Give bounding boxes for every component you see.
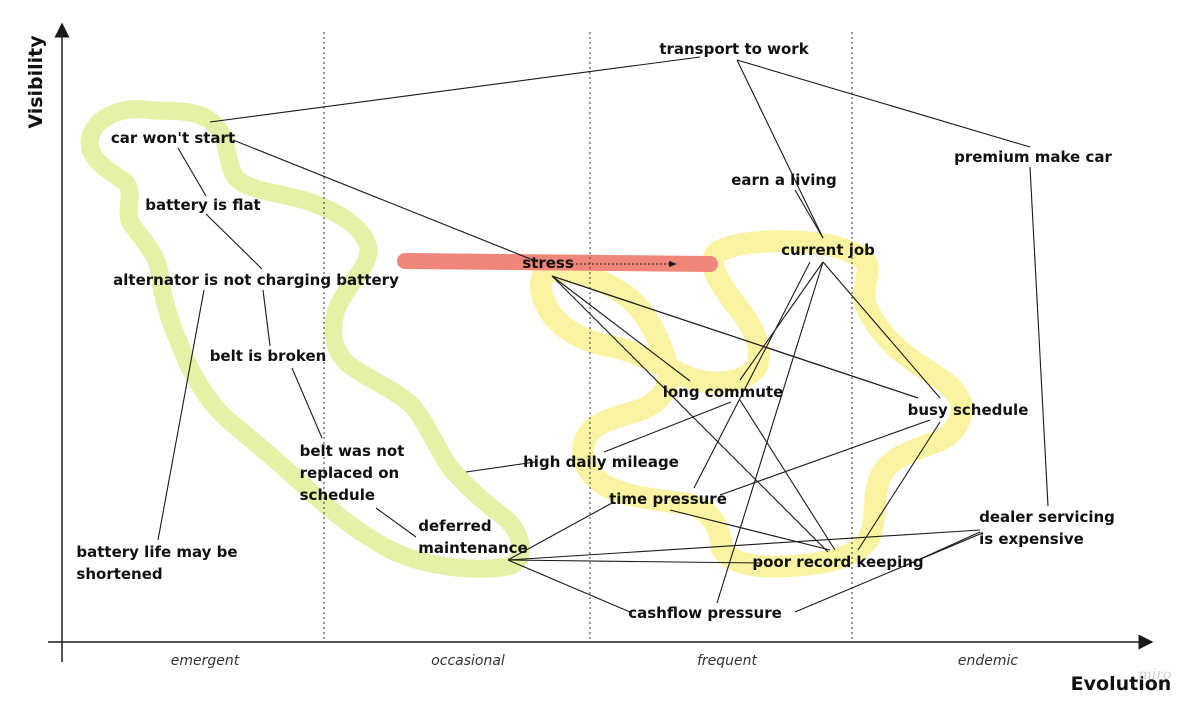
node-battery-life-line1: battery life may be	[76, 543, 238, 561]
node-deferred-maintenance-line2: maintenance	[418, 539, 528, 557]
node-high-daily-mileage[interactable]: high daily mileage	[523, 453, 679, 471]
node-premium-make-car[interactable]: premium make car	[954, 148, 1112, 166]
stage-label-occasional: occasional	[431, 653, 505, 669]
node-alternator-not-charging[interactable]: alternator is not charging battery	[113, 271, 399, 289]
red-highlight-stroke	[397, 253, 718, 272]
yellow-highlight-region	[529, 230, 973, 578]
miro-watermark: miro	[1138, 667, 1172, 683]
node-battery-life-line2: shortened	[76, 565, 163, 583]
node-dealer-servicing-line2: is expensive	[979, 530, 1084, 548]
node-time-pressure[interactable]: time pressure	[609, 490, 727, 508]
node-dealer-servicing-line1: dealer servicing	[979, 508, 1115, 526]
node-earn-a-living[interactable]: earn a living	[731, 171, 837, 189]
node-car-wont-start[interactable]: car won't start	[110, 129, 236, 147]
green-highlight-region	[80, 100, 530, 578]
node-deferred-maintenance[interactable]: deferred maintenance	[418, 515, 527, 559]
node-current-job[interactable]: current job	[781, 241, 875, 259]
node-battery-life-shortened[interactable]: battery life may be shortened	[76, 541, 237, 585]
node-busy-schedule[interactable]: busy schedule	[907, 401, 1029, 419]
node-long-commute[interactable]: long commute	[662, 383, 784, 401]
x-axis-title: Evolution	[1070, 673, 1172, 695]
node-stress[interactable]: stress	[522, 254, 574, 272]
connection-lines	[157, 56, 1049, 613]
node-cashflow-pressure[interactable]: cashflow pressure	[628, 604, 782, 622]
stage-label-endemic: endemic	[957, 653, 1019, 669]
node-belt-not-replaced-line3: schedule	[299, 486, 376, 504]
node-belt-not-replaced-line1: belt was not	[299, 442, 405, 460]
y-axis-title: Visibility	[25, 35, 47, 129]
node-battery-is-flat[interactable]: battery is flat	[145, 196, 261, 214]
node-belt-is-broken[interactable]: belt is broken	[209, 347, 327, 365]
node-belt-not-replaced[interactable]: belt was not replaced on schedule	[300, 440, 405, 506]
node-deferred-maintenance-line1: deferred	[418, 517, 492, 535]
node-belt-not-replaced-line2: replaced on	[299, 464, 400, 482]
stage-label-emergent: emergent	[170, 653, 240, 669]
stage-label-frequent: frequent	[696, 653, 758, 669]
node-poor-record-keeping[interactable]: poor record keeping	[752, 553, 924, 571]
node-dealer-servicing[interactable]: dealer servicing is expensive	[979, 506, 1115, 550]
node-transport-to-work[interactable]: transport to work	[659, 40, 809, 58]
